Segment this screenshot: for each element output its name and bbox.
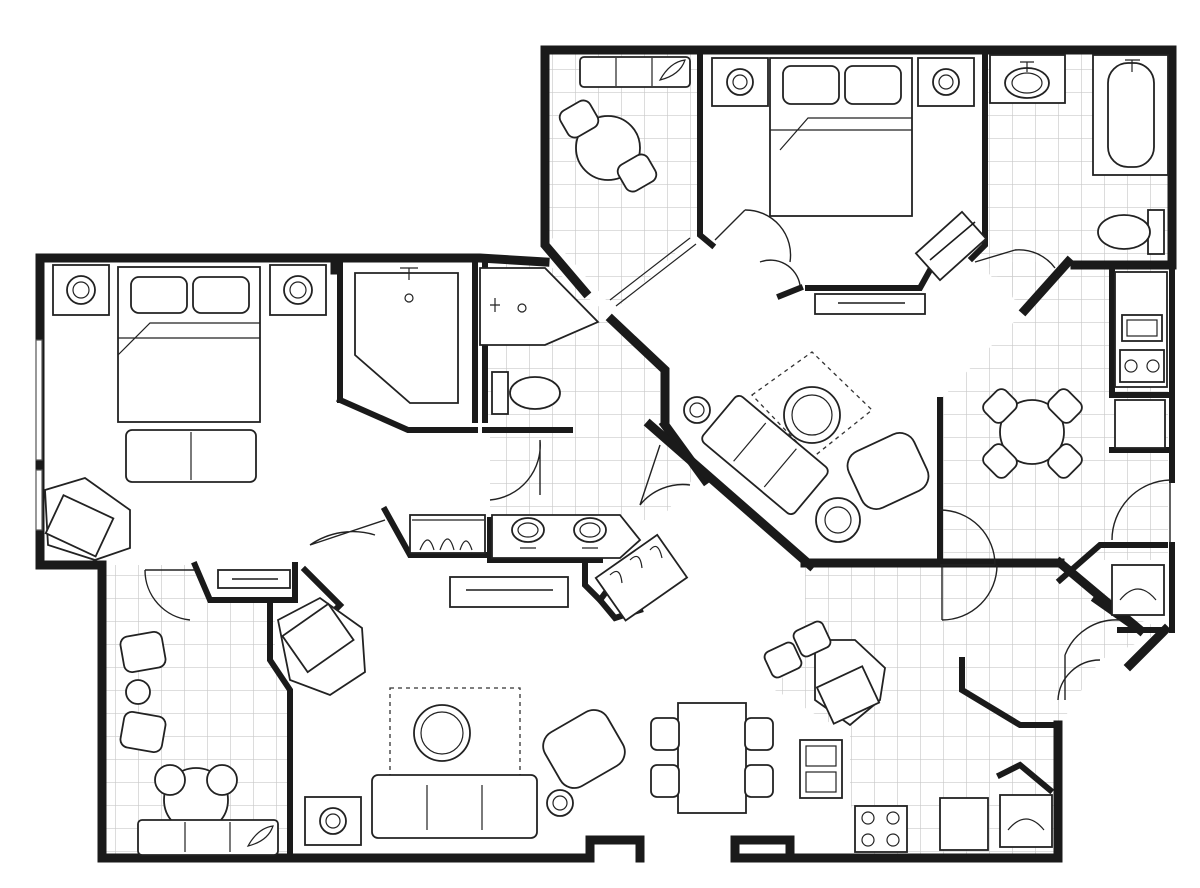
stove <box>854 805 908 853</box>
closets <box>409 514 486 554</box>
toilet-tank <box>491 371 509 415</box>
armchair <box>44 493 115 558</box>
washer <box>999 794 1053 848</box>
windows <box>35 237 697 531</box>
bath-middle <box>491 371 642 559</box>
breakfast-nook <box>558 56 691 193</box>
pillow <box>130 276 188 314</box>
side-table <box>815 497 861 543</box>
dining-table <box>677 702 747 814</box>
chair <box>1047 388 1083 424</box>
master-bedroom <box>711 57 988 315</box>
tv-console <box>449 576 569 608</box>
kitchen-lower <box>763 564 1165 853</box>
dresser <box>914 210 988 282</box>
refrigerator <box>939 797 989 851</box>
chair <box>650 764 680 798</box>
chair <box>616 153 658 193</box>
chair <box>558 99 600 139</box>
round-table <box>999 399 1065 465</box>
doors <box>144 209 1171 701</box>
bench <box>137 819 279 856</box>
stool <box>763 641 803 679</box>
chair <box>119 710 167 754</box>
armchair <box>542 709 626 789</box>
chair <box>650 717 680 751</box>
armchair <box>281 602 355 674</box>
chair <box>744 764 774 798</box>
chair <box>982 388 1018 424</box>
chair <box>815 665 881 725</box>
dresser <box>814 293 926 315</box>
toilet <box>1097 214 1151 250</box>
pillow <box>192 276 250 314</box>
dining-left <box>119 630 279 856</box>
living-upper <box>594 351 930 622</box>
chair <box>744 717 774 751</box>
kitchen-upper <box>982 271 1168 479</box>
armchair <box>846 432 930 510</box>
stool <box>792 620 832 658</box>
toilet <box>509 376 561 410</box>
chair <box>982 443 1018 479</box>
bedroom-left <box>44 264 327 561</box>
shower-left <box>354 267 600 404</box>
refrigerator <box>1114 399 1166 449</box>
living-lower <box>217 569 774 846</box>
master-bath <box>989 54 1169 255</box>
sofa <box>371 774 538 839</box>
pillow <box>844 65 902 105</box>
chair <box>1047 443 1083 479</box>
sofa <box>701 395 829 515</box>
chair <box>119 630 167 674</box>
dryer <box>1111 564 1165 616</box>
bench <box>579 56 691 88</box>
pillow <box>782 65 840 105</box>
counter <box>799 739 843 799</box>
coffee-table <box>413 704 471 762</box>
